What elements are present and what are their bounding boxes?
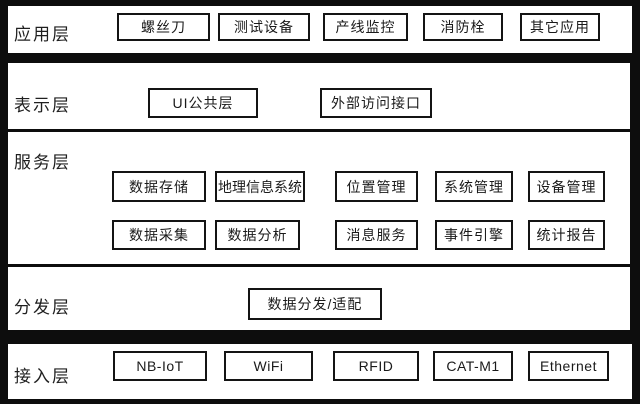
- box-ui-common-layer: UI公共层: [148, 88, 258, 118]
- box-data-analysis: 数据分析: [215, 220, 300, 250]
- label-presentation-layer: 表示层: [14, 96, 71, 115]
- box-location-management: 位置管理: [335, 171, 418, 202]
- box-gis: 地理信息系统: [215, 171, 305, 202]
- box-cat-m1: CAT-M1: [433, 351, 513, 381]
- label-access-layer: 接入层: [14, 367, 71, 386]
- box-data-storage: 数据存储: [112, 171, 206, 202]
- box-production-line-monitoring: 产线监控: [323, 13, 408, 41]
- label-application-layer: 应用层: [14, 25, 71, 44]
- band-service-layer: [8, 132, 630, 267]
- band-middle-group: [8, 63, 630, 330]
- label-distribution-layer: 分发层: [14, 298, 71, 317]
- box-ethernet: Ethernet: [528, 351, 609, 381]
- box-test-equipment: 测试设备: [218, 13, 310, 41]
- box-system-management: 系统管理: [435, 171, 513, 202]
- box-data-distribution-adaptation: 数据分发/适配: [248, 288, 382, 320]
- box-rfid: RFID: [333, 351, 419, 381]
- box-external-access-interface: 外部访问接口: [320, 88, 432, 118]
- box-other-applications: 其它应用: [520, 13, 600, 41]
- box-wifi: WiFi: [224, 351, 313, 381]
- label-service-layer: 服务层: [14, 153, 71, 172]
- box-screwdriver: 螺丝刀: [117, 13, 210, 41]
- band-presentation-layer: [8, 63, 630, 132]
- box-device-management: 设备管理: [528, 171, 605, 202]
- box-message-service: 消息服务: [335, 220, 418, 250]
- box-fire-hydrant: 消防栓: [423, 13, 503, 41]
- box-statistics-report: 统计报告: [528, 220, 605, 250]
- box-nb-iot: NB-IoT: [113, 351, 207, 381]
- box-event-engine: 事件引擎: [435, 220, 513, 250]
- box-data-collection: 数据采集: [112, 220, 206, 250]
